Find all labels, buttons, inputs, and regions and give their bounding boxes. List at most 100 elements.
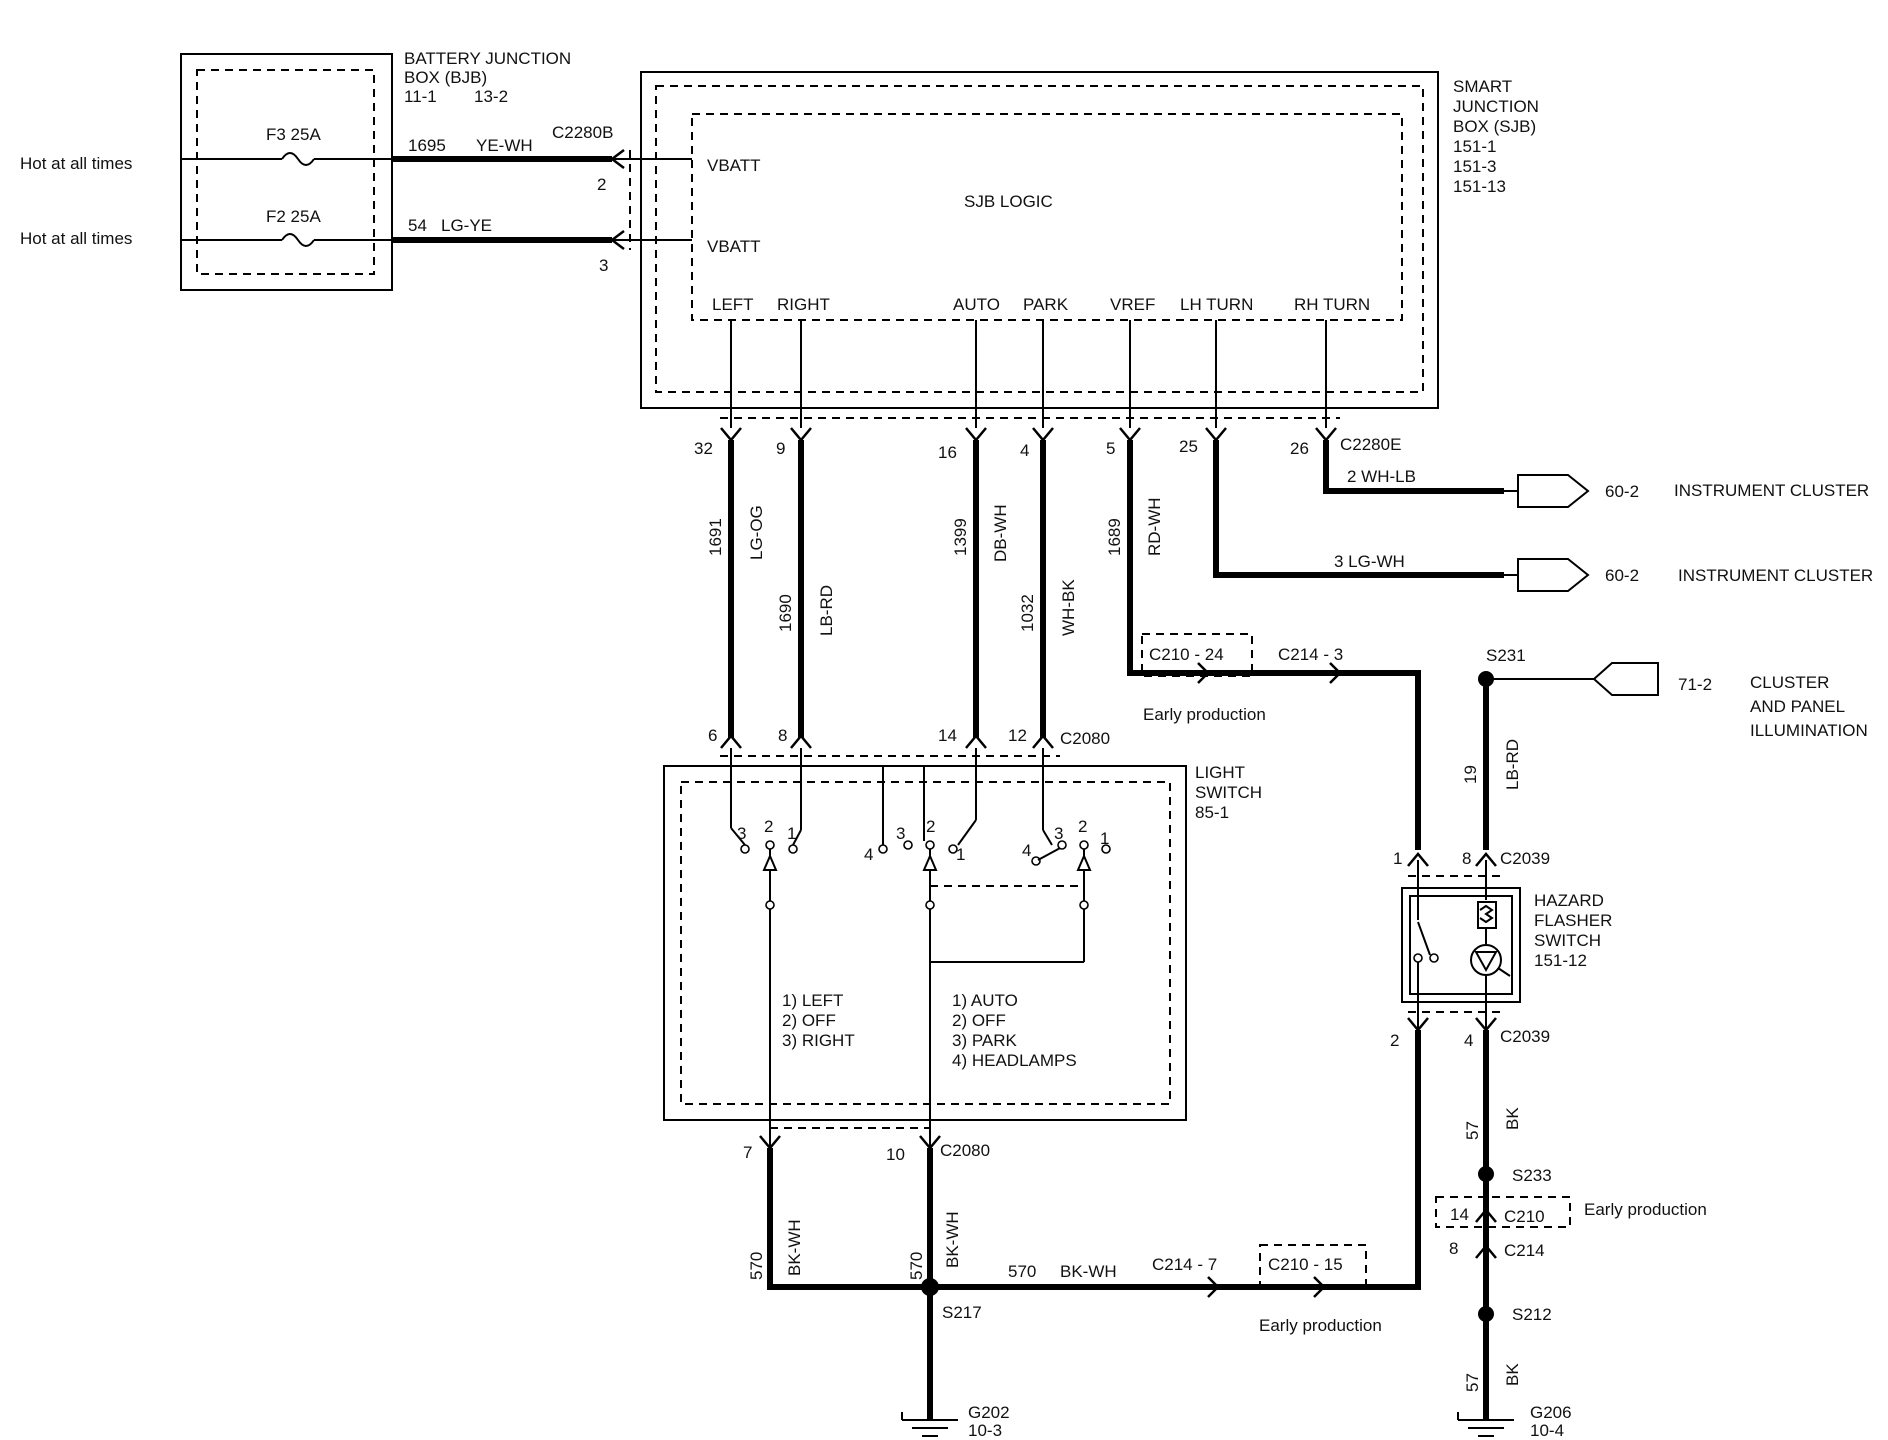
sjb-pin-4: 4 bbox=[1020, 441, 1029, 460]
cluster-ill-line1: CLUSTER bbox=[1750, 673, 1829, 692]
sjb-park-label: PARK bbox=[1023, 295, 1069, 314]
c210-24-box bbox=[1141, 633, 1253, 677]
c214-right-pin: 8 bbox=[1449, 1239, 1458, 1258]
sjb-vbatt-2: VBATT bbox=[707, 237, 761, 256]
sw2-pos-1: 1 bbox=[956, 845, 965, 864]
sw3-pos-1: 1 bbox=[1100, 829, 1109, 848]
sw2-pos-4: 4 bbox=[864, 845, 873, 864]
wire-1689 bbox=[1127, 440, 1421, 850]
sjb-logic-label: SJB LOGIC bbox=[964, 192, 1053, 211]
c2039-top-label: C2039 bbox=[1500, 849, 1550, 868]
sw2-pos-3: 3 bbox=[896, 824, 905, 843]
sjb-left-label: LEFT bbox=[712, 295, 754, 314]
c2080-pin-6: 6 bbox=[708, 726, 717, 745]
sw3-pos-3: 3 bbox=[1054, 824, 1063, 843]
sjb-lh-turn-label: LH TURN bbox=[1180, 295, 1253, 314]
c2039-top-arrows bbox=[1407, 852, 1497, 867]
wire-lg-og-label: LG-OG bbox=[747, 505, 766, 560]
light-switch-internal bbox=[730, 748, 1111, 1148]
sjb-pin-26: 26 bbox=[1290, 439, 1309, 458]
early-production-3: Early production bbox=[1584, 1200, 1707, 1219]
s212-label: S212 bbox=[1512, 1305, 1552, 1324]
c2039-bottom-arrows bbox=[1407, 1017, 1497, 1032]
instrument-cluster-connector-b bbox=[1504, 558, 1590, 592]
cluster-ref-a: 60-2 bbox=[1605, 482, 1639, 501]
sw1-pos-1: 1 bbox=[787, 824, 796, 843]
sjb-pin-9: 9 bbox=[776, 439, 785, 458]
wire-lg-wh-label: 3 LG-WH bbox=[1334, 552, 1405, 571]
bjb-ref1: 11-1 bbox=[404, 87, 437, 106]
wire-bk-wh-a-label: BK-WH bbox=[785, 1219, 804, 1276]
c214-3-label: C214 - 3 bbox=[1278, 645, 1343, 664]
light-switch-title-1: LIGHT bbox=[1195, 763, 1245, 782]
splice-s217 bbox=[921, 1278, 939, 1296]
hazard-ref: 151-12 bbox=[1534, 951, 1587, 970]
c2280b-label: C2280B bbox=[552, 123, 613, 142]
wire-1695-color: YE-WH bbox=[476, 136, 533, 155]
hazard-pin-1: 1 bbox=[1393, 849, 1402, 868]
cluster-ill-line3: ILLUMINATION bbox=[1750, 721, 1868, 740]
fuse-f2-label: F2 25A bbox=[266, 207, 321, 226]
c2080-bottom-label: C2080 bbox=[940, 1141, 990, 1160]
sw3-pos-4: 4 bbox=[1022, 841, 1031, 860]
wire-bk-b-label: BK bbox=[1503, 1363, 1522, 1386]
hazard-pin-4: 4 bbox=[1464, 1031, 1473, 1050]
wire-57a-label: 57 bbox=[1463, 1121, 1482, 1140]
bjb-title-line1: BATTERY JUNCTION bbox=[404, 49, 571, 68]
sjb-ref1: 151-1 bbox=[1453, 137, 1496, 156]
wire-1691-label: 1691 bbox=[706, 518, 725, 556]
wire-lh-turn bbox=[1213, 440, 1504, 578]
c210-right-pin: 14 bbox=[1450, 1205, 1469, 1224]
wire-570c-label: 570 bbox=[1008, 1262, 1036, 1281]
c210-right-box bbox=[1435, 1196, 1571, 1228]
sjb-rh-turn-label: RH TURN bbox=[1294, 295, 1370, 314]
bjb-ref2: 13-2 bbox=[474, 87, 508, 106]
legend-a-1: 1) LEFT bbox=[782, 991, 843, 1010]
legend-a-2: 2) OFF bbox=[782, 1011, 836, 1030]
light-switch-ref: 85-1 bbox=[1195, 803, 1229, 822]
wire-1695-circuit: 1695 bbox=[408, 136, 446, 155]
s231-label: S231 bbox=[1486, 646, 1526, 665]
c2080-top-arrows bbox=[720, 734, 1054, 749]
ground-g206-icon bbox=[1457, 1412, 1514, 1437]
cluster-label-a: INSTRUMENT CLUSTER bbox=[1674, 481, 1869, 500]
cluster-ref-b: 60-2 bbox=[1605, 566, 1639, 585]
sjb-title-line3: BOX (SJB) bbox=[1453, 117, 1536, 136]
legend-a-3: 3) RIGHT bbox=[782, 1031, 855, 1050]
wire-570-left bbox=[767, 1030, 1421, 1290]
hazard-pin-8: 8 bbox=[1462, 849, 1471, 868]
wire-rh-turn bbox=[1323, 440, 1504, 494]
wire-1690-label: 1690 bbox=[776, 594, 795, 632]
s233-label: S233 bbox=[1512, 1166, 1552, 1185]
c2280b-pin-2: 2 bbox=[597, 175, 606, 194]
wire-1689-label: 1689 bbox=[1105, 518, 1124, 556]
c2080-pin-10: 10 bbox=[886, 1145, 905, 1164]
wire-db-wh-label: DB-WH bbox=[991, 504, 1010, 562]
sjb-right-label: RIGHT bbox=[777, 295, 830, 314]
cluster-ill-line2: AND PANEL bbox=[1750, 697, 1845, 716]
smart-junction-box bbox=[640, 71, 1439, 409]
g202-label: G202 bbox=[968, 1403, 1010, 1422]
c210-24-label: C210 - 24 bbox=[1149, 645, 1224, 664]
hot-at-all-times-1: Hot at all times bbox=[20, 154, 132, 173]
c210-15-box bbox=[1259, 1244, 1367, 1288]
wire-wh-lb-label: 2 WH-LB bbox=[1347, 467, 1416, 486]
wire-19-label: 19 bbox=[1461, 765, 1480, 784]
cluster-ill-ref: 71-2 bbox=[1678, 675, 1712, 694]
wire-54-circuit: 54 bbox=[408, 216, 427, 235]
instrument-cluster-connector-a bbox=[1504, 474, 1590, 508]
c2280b-pin-3: 3 bbox=[599, 256, 608, 275]
c2080-pin-7: 7 bbox=[743, 1143, 752, 1162]
sw3-pos-2: 2 bbox=[1078, 817, 1087, 836]
sjb-vbatt-1: VBATT bbox=[707, 156, 761, 175]
c2080-pin-8: 8 bbox=[778, 726, 787, 745]
sjb-ref3: 151-13 bbox=[1453, 177, 1506, 196]
wire-wh-bk-label: WH-BK bbox=[1059, 579, 1078, 636]
c214-7-label: C214 - 7 bbox=[1152, 1255, 1217, 1274]
sjb-title-line2: JUNCTION bbox=[1453, 97, 1539, 116]
c2080-pin-12: 12 bbox=[1008, 726, 1027, 745]
c210-right-label: C210 bbox=[1504, 1207, 1545, 1226]
wire-lb-rd-label: LB-RD bbox=[817, 585, 836, 636]
hazard-title-1: HAZARD bbox=[1534, 891, 1604, 910]
s217-label: S217 bbox=[942, 1303, 982, 1322]
